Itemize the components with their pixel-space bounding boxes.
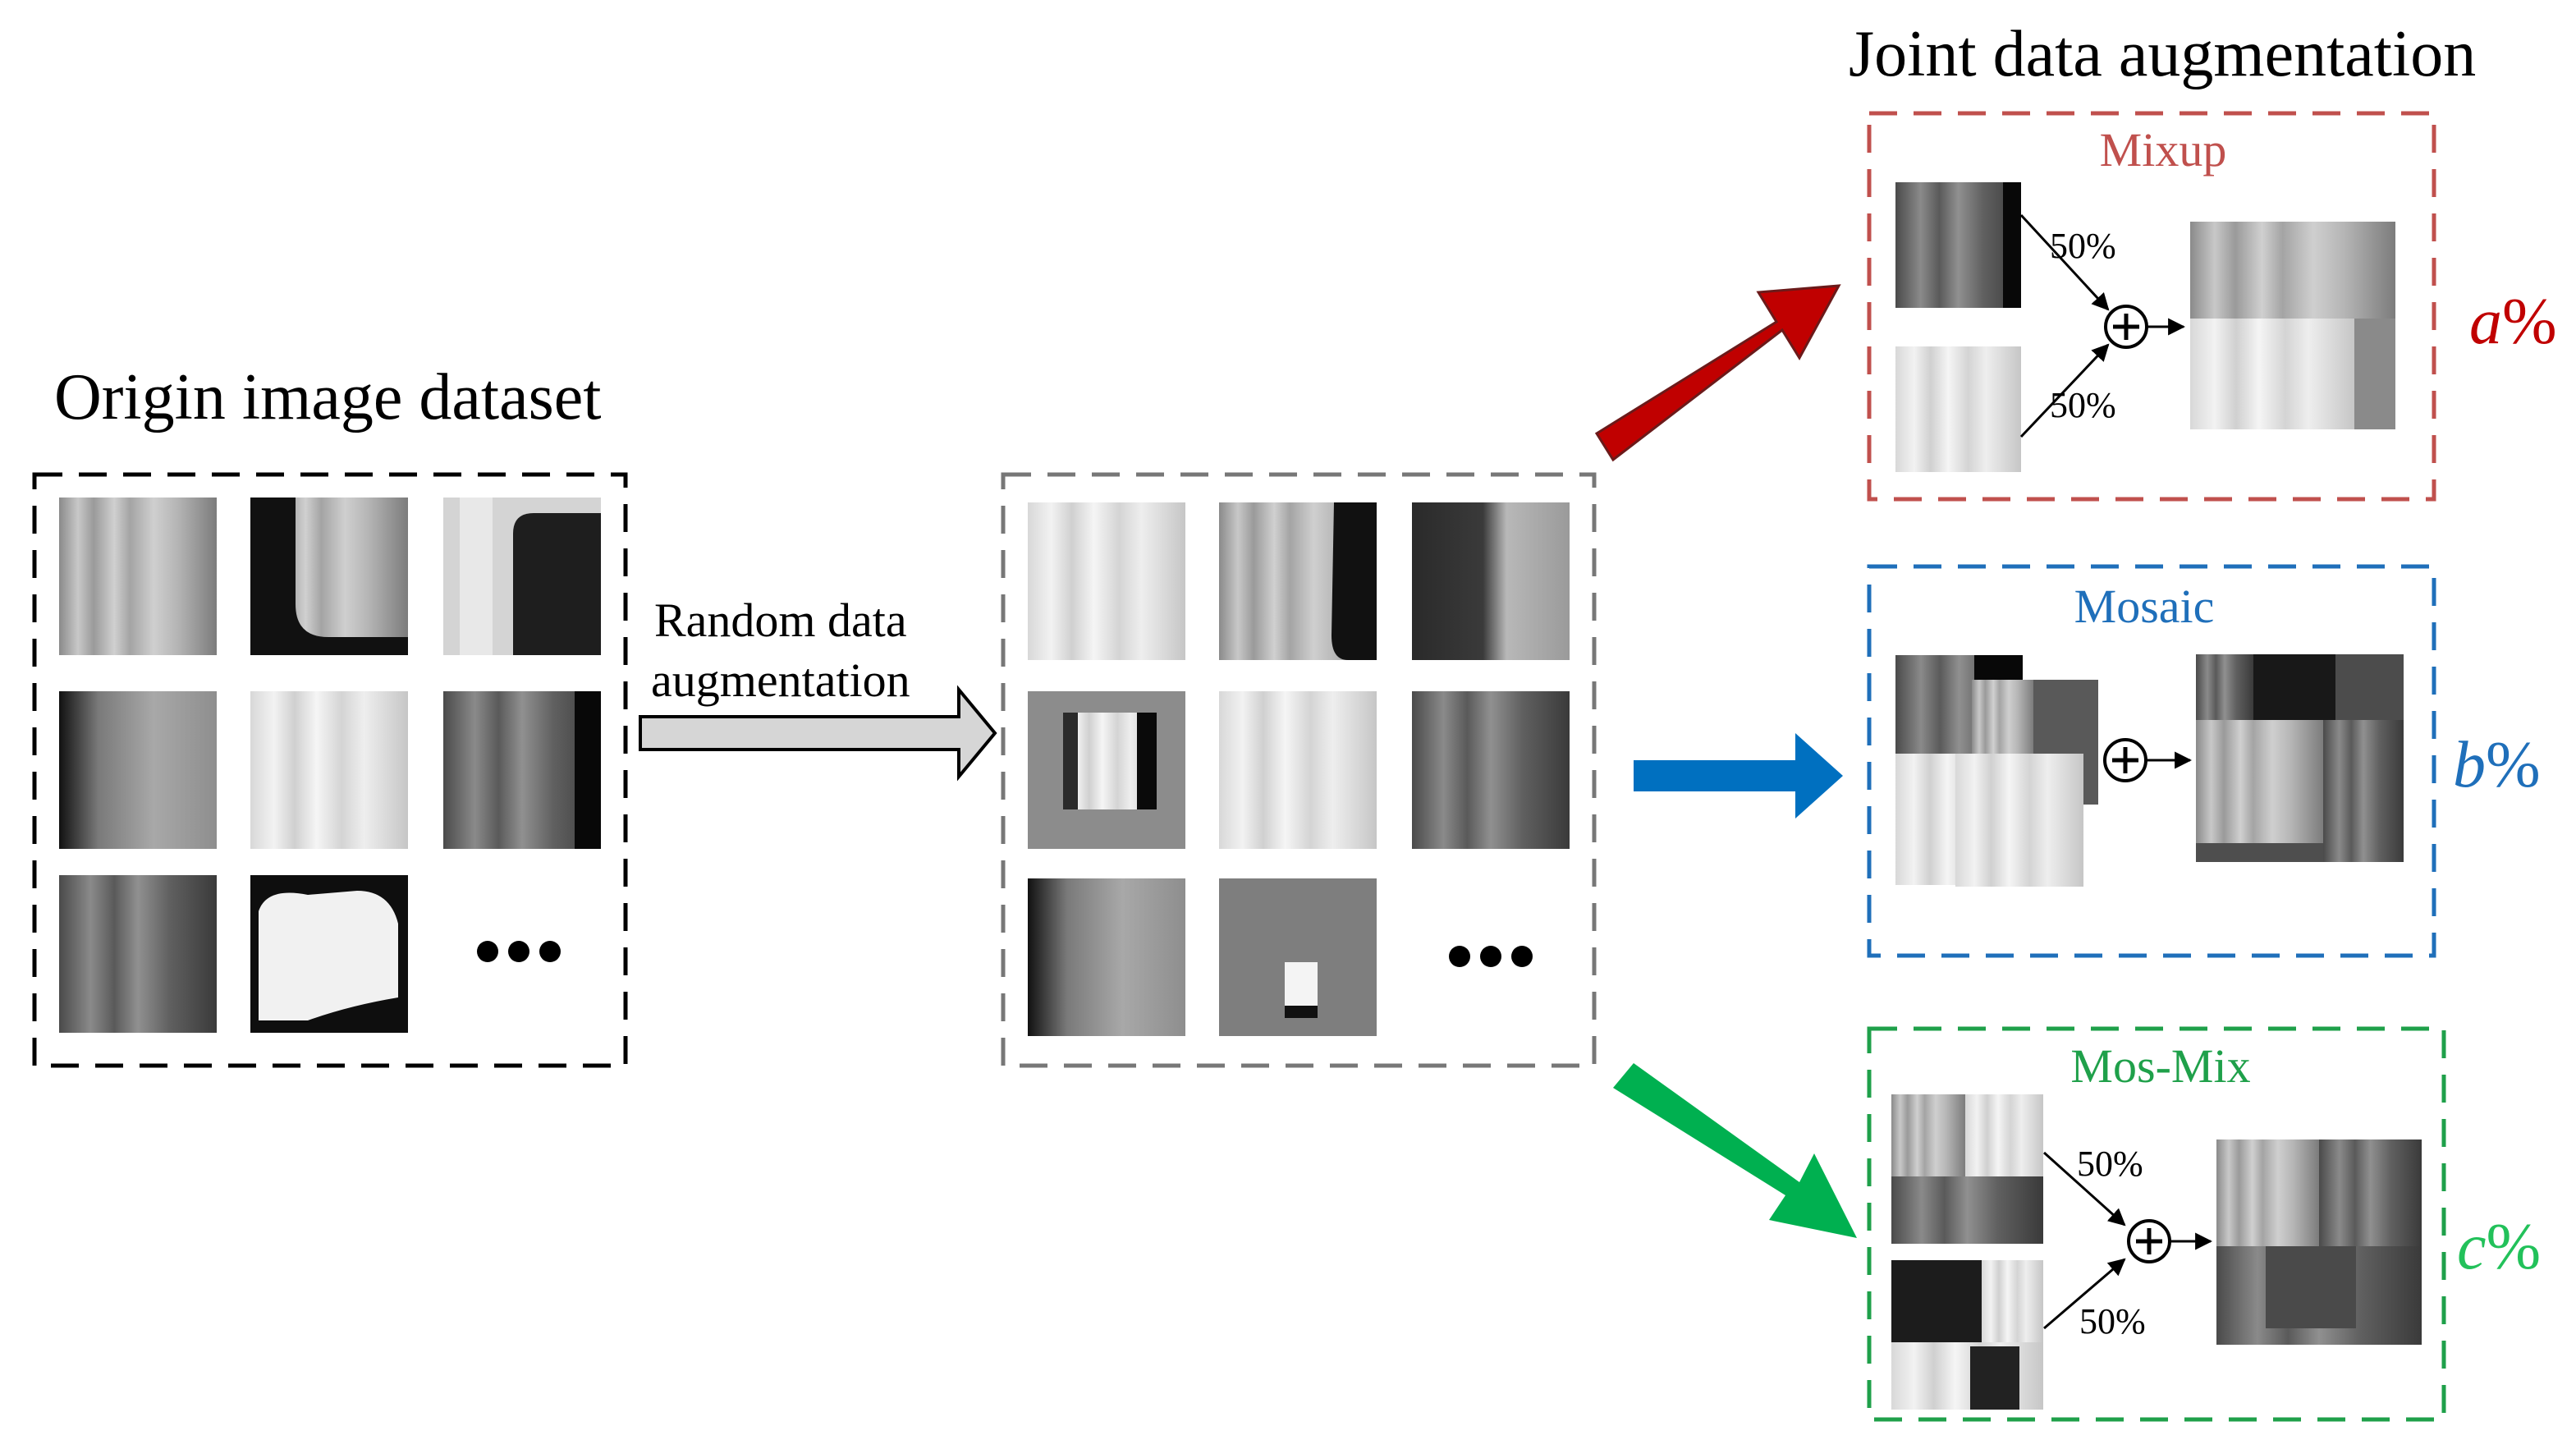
mixup-ratio-label: a% bbox=[2469, 286, 2557, 358]
mixup-pct-top: 50% bbox=[2050, 226, 2116, 266]
mixup-connector-bottom bbox=[2019, 343, 2110, 438]
augmented-thumbnail bbox=[1219, 502, 1377, 660]
augmented-thumbnail bbox=[1412, 691, 1570, 849]
joint-title: Joint data augmentation bbox=[1849, 18, 2476, 90]
ratio-unit-a: % bbox=[2502, 286, 2557, 358]
origin-thumbnails bbox=[59, 498, 601, 1033]
mosmix-pct-top: 50% bbox=[2077, 1144, 2143, 1184]
branch-arrows bbox=[1594, 284, 1857, 1238]
mosmix-connector-top bbox=[2042, 1151, 2126, 1227]
mosmix-input-top bbox=[1891, 1094, 2043, 1244]
augmented-thumbnails bbox=[1028, 502, 1570, 1036]
augmented-thumbnail bbox=[1028, 878, 1185, 1036]
augmented-thumbnail bbox=[1028, 502, 1185, 660]
arrow-to-mosaic bbox=[1634, 733, 1843, 819]
mosaic-inputs bbox=[1895, 655, 2098, 887]
mixup-input-top bbox=[1895, 182, 2021, 308]
ratio-unit-c: % bbox=[2487, 1211, 2542, 1283]
augmented-thumbnail bbox=[1412, 502, 1570, 660]
mosmix-ratio-label: c% bbox=[2457, 1211, 2541, 1283]
mosaic-frame bbox=[1867, 564, 2436, 958]
augmented-frame bbox=[1001, 472, 1597, 1068]
origin-thumbnail bbox=[59, 691, 217, 849]
mosmix-connector-bottom bbox=[2043, 1258, 2126, 1330]
ratio-unit-b: % bbox=[2486, 729, 2541, 801]
mosaic-plus-icon bbox=[2103, 738, 2147, 782]
ratio-var-b: b bbox=[2453, 729, 2486, 801]
augmented-thumbnail bbox=[1028, 691, 1185, 849]
arrow-label-line1: Random data bbox=[654, 594, 907, 647]
mosmix-pct-bottom: 50% bbox=[2079, 1301, 2146, 1341]
augmented-thumbnail bbox=[1219, 878, 1377, 1036]
origin-thumbnail bbox=[250, 498, 408, 655]
mosmix-plus-icon bbox=[2127, 1219, 2171, 1263]
mixup-input-bottom bbox=[1895, 346, 2021, 472]
mixup-frame bbox=[1867, 111, 2436, 502]
mosaic-ratio-label: b% bbox=[2453, 729, 2541, 801]
mixup-panel: Mixup 50% 50% a% bbox=[1867, 111, 2557, 502]
ratio-var-a: a bbox=[2469, 286, 2502, 358]
mosmix-panel: Mos-Mix 50% 50% bbox=[1867, 1026, 2541, 1422]
augmented-thumbnail bbox=[1219, 691, 1377, 849]
mosmix-frame bbox=[1867, 1026, 2446, 1422]
origin-thumbnail bbox=[250, 875, 408, 1033]
mixup-pct-bottom: 50% bbox=[2050, 385, 2116, 425]
arrow-to-mixup bbox=[1594, 284, 1841, 462]
mixup-output bbox=[2190, 222, 2395, 429]
origin-thumbnail bbox=[59, 875, 217, 1033]
random-augmentation-arrow bbox=[639, 685, 997, 782]
origin-thumbnail bbox=[59, 498, 217, 655]
mosmix-output bbox=[2216, 1139, 2422, 1345]
mixup-connector-top bbox=[2019, 213, 2110, 311]
mosmix-title: Mos-Mix bbox=[2070, 1039, 2250, 1093]
arrow-to-mosmix bbox=[1613, 1063, 1857, 1238]
origin-ellipsis bbox=[477, 941, 561, 962]
origin-title: Origin image dataset bbox=[54, 361, 601, 433]
mosmix-input-bottom bbox=[1891, 1260, 2043, 1410]
origin-thumbnail bbox=[443, 691, 601, 849]
origin-thumbnail bbox=[250, 691, 408, 849]
augmented-ellipsis bbox=[1449, 946, 1533, 967]
origin-thumbnail bbox=[443, 498, 601, 655]
mosaic-title: Mosaic bbox=[2074, 580, 2215, 633]
ratio-var-c: c bbox=[2457, 1211, 2487, 1283]
arrow-label-line2: augmentation bbox=[651, 653, 910, 707]
mixup-plus-icon bbox=[2104, 305, 2148, 349]
origin-frame bbox=[32, 472, 628, 1068]
mixup-title: Mixup bbox=[2100, 123, 2227, 177]
mosaic-input bbox=[1955, 754, 2083, 887]
mosaic-panel: Mosaic b% bbox=[1867, 564, 2541, 958]
mosaic-output bbox=[2196, 654, 2404, 862]
